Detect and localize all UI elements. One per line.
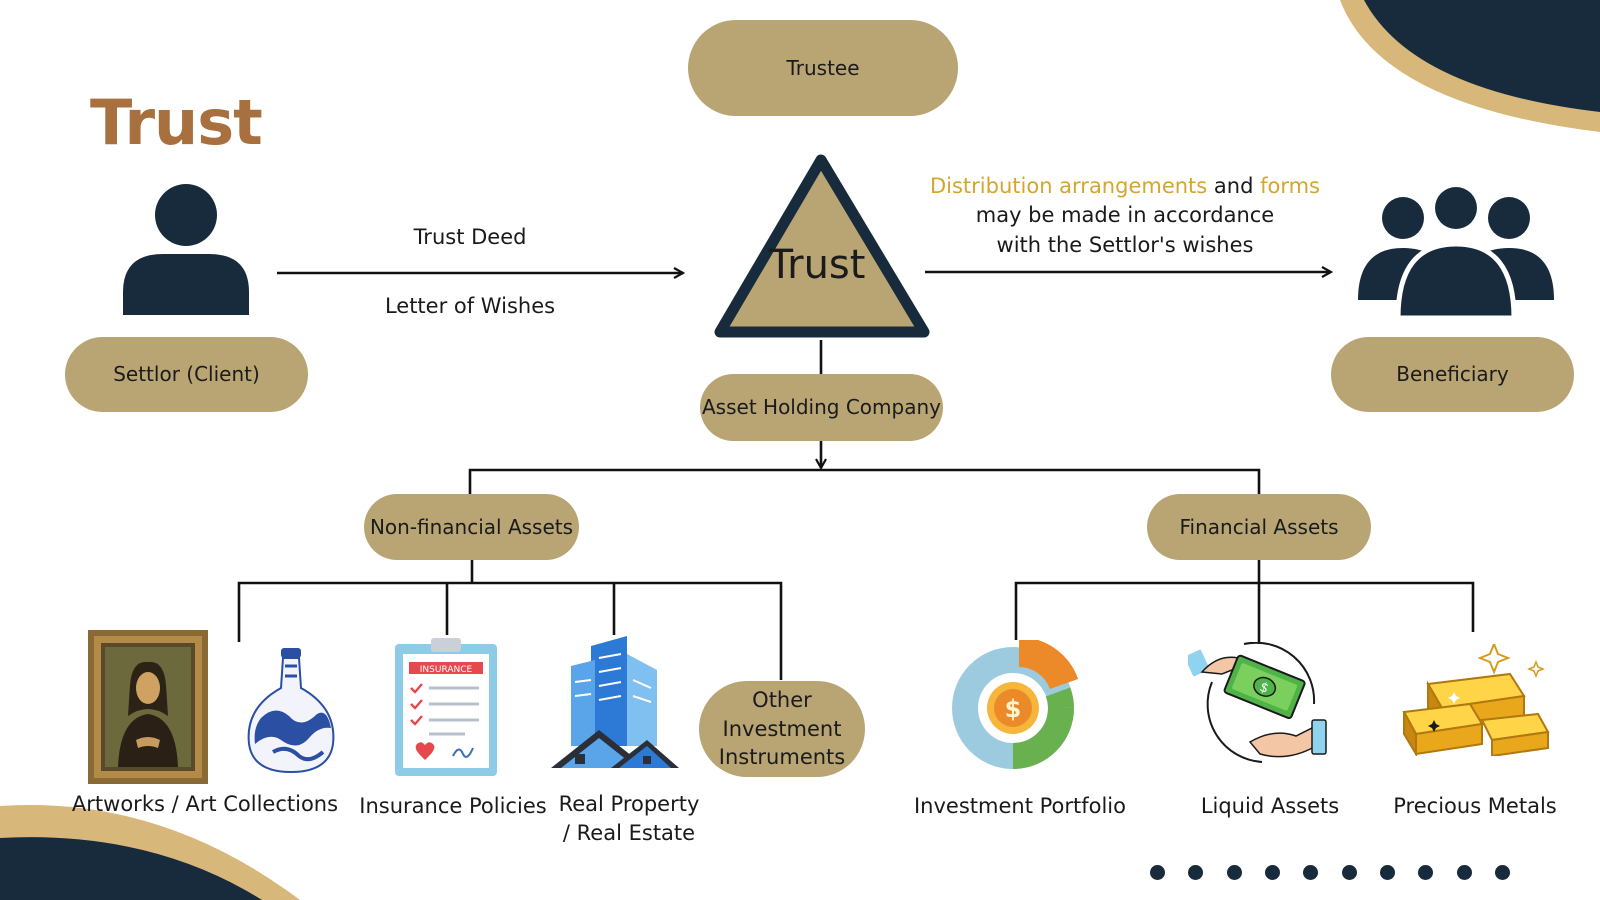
corner-decoration-bottom-left — [0, 804, 300, 900]
distribution-highlight: Distribution arrangements — [929, 174, 1208, 198]
distribution-and: and — [1207, 174, 1261, 198]
pagination-dots — [1150, 865, 1510, 880]
dot — [1303, 865, 1319, 880]
investment-portfolio-label: Investment Portfolio — [913, 794, 1126, 818]
insurance-policies-label: Insurance Policies — [359, 794, 547, 818]
building-icon — [551, 636, 679, 768]
settlor-pill: Settlor (Client) — [65, 337, 308, 412]
dot — [1418, 865, 1434, 880]
dot — [1341, 865, 1357, 880]
gold-bars-icon — [1402, 644, 1550, 756]
precious-metals-label: Precious Metals — [1393, 794, 1557, 818]
trustee-pill: Trustee — [688, 20, 958, 116]
trust-triangle — [714, 154, 930, 338]
real-estate-label: Real Property / Real Estate — [558, 792, 700, 846]
page-title: Trust — [90, 86, 263, 159]
trust-deed-label: Trust Deed — [413, 225, 527, 249]
forms-highlight: forms — [1260, 174, 1320, 198]
dot — [1264, 865, 1280, 880]
svg-text:$: $ — [1005, 695, 1022, 723]
beneficiary-group-icon — [1358, 183, 1554, 321]
insurance-document-icon: INSURANCE — [395, 638, 497, 776]
dot — [1226, 865, 1242, 880]
dot — [1150, 865, 1165, 880]
dot — [1494, 865, 1510, 880]
other-investment-instruments-pill: Other Investment Instruments — [699, 681, 865, 777]
distribution-line-2: may be made in accordance — [975, 203, 1275, 228]
dot — [1379, 865, 1395, 880]
distribution-line-3: with the Settlor's wishes — [996, 232, 1254, 257]
beneficiary-pill: Beneficiary — [1331, 337, 1574, 412]
asset-holding-company-pill: Asset Holding Company — [700, 374, 943, 441]
non-financial-assets-pill: Non-financial Assets — [364, 494, 579, 560]
settlor-person-icon — [123, 184, 249, 315]
dot — [1456, 865, 1472, 880]
distribution-note: Distribution arrangements and forms may … — [905, 172, 1345, 260]
painting-icon — [88, 630, 208, 784]
asset-branch-line — [468, 468, 1261, 494]
liquid-assets-label: Liquid Assets — [1200, 794, 1340, 818]
financial-assets-pill: Financial Assets — [1147, 494, 1371, 560]
artworks-label: Artworks / Art Collections — [71, 792, 339, 816]
portfolio-donut-icon: $ — [952, 640, 1079, 769]
corner-decoration-top-right — [1340, 0, 1600, 132]
trust-core-label: Trust — [768, 242, 866, 288]
dot — [1188, 865, 1204, 880]
letter-of-wishes-label: Letter of Wishes — [384, 294, 556, 318]
porcelain-vase-icon — [247, 648, 335, 774]
svg-text:INSURANCE: INSURANCE — [420, 665, 473, 675]
cash-exchange-icon: $ — [1188, 642, 1327, 763]
